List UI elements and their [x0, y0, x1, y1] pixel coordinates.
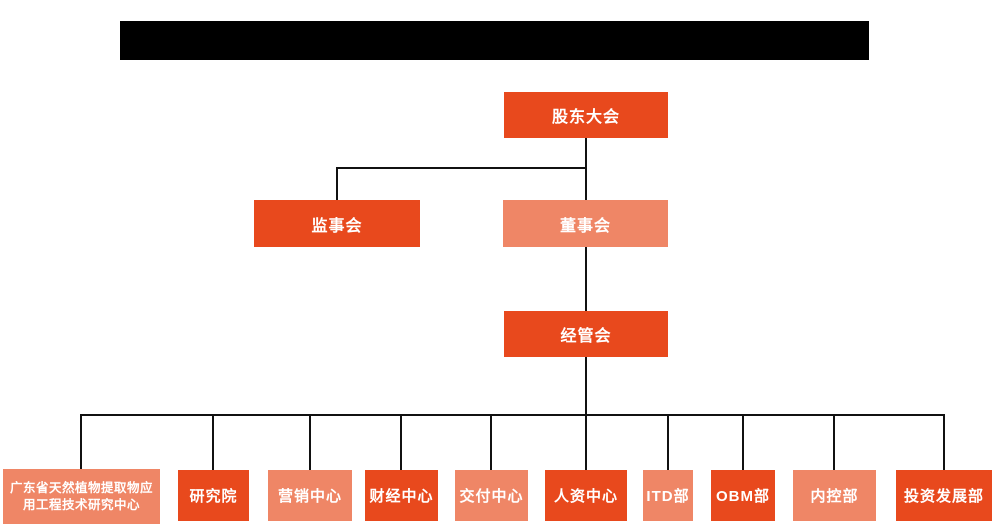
connector-supervisory-drop [336, 167, 338, 201]
org-node-investment-development-department: 投资发展部 [896, 470, 992, 521]
connector-bus-horizontal [80, 414, 944, 416]
connector-root-down [585, 138, 587, 201]
org-node-finance-center: 财经中心 [365, 470, 438, 521]
connector-drop-marketing-center [309, 414, 311, 470]
org-node-obm-department: OBM部 [711, 470, 775, 521]
org-node-guangdong-plant-extract-research-center: 广东省天然植物提取物应用工程技术研究中心 [3, 469, 160, 524]
org-node-delivery-center: 交付中心 [455, 470, 528, 521]
org-node-research-academy: 研究院 [178, 470, 249, 521]
connector-drop-research-center [80, 414, 82, 470]
connector-branch-horizontal [336, 167, 587, 169]
connector-drop-hr-center [585, 414, 587, 470]
connector-drop-internal-control [833, 414, 835, 470]
org-node-board-of-directors: 董事会 [503, 200, 668, 247]
org-node-supervisory-board: 监事会 [254, 200, 420, 247]
connector-drop-research-academy [212, 414, 214, 470]
connector-drop-delivery-center [490, 414, 492, 470]
connector-board-to-management [585, 247, 587, 312]
redacted-title-bar [120, 21, 869, 60]
connector-drop-investment-dev [943, 414, 945, 470]
org-node-shareholders-meeting: 股东大会 [504, 92, 668, 138]
org-node-management-committee: 经管会 [504, 311, 668, 357]
org-node-marketing-center: 营销中心 [268, 470, 352, 521]
connector-drop-finance-center [400, 414, 402, 470]
connector-management-down [585, 357, 587, 415]
org-node-hr-center: 人资中心 [545, 470, 627, 521]
connector-drop-itd-dept [667, 414, 669, 470]
org-node-itd-department: ITD部 [643, 470, 693, 521]
org-node-internal-control-department: 内控部 [793, 470, 876, 521]
connector-drop-obm-dept [742, 414, 744, 470]
